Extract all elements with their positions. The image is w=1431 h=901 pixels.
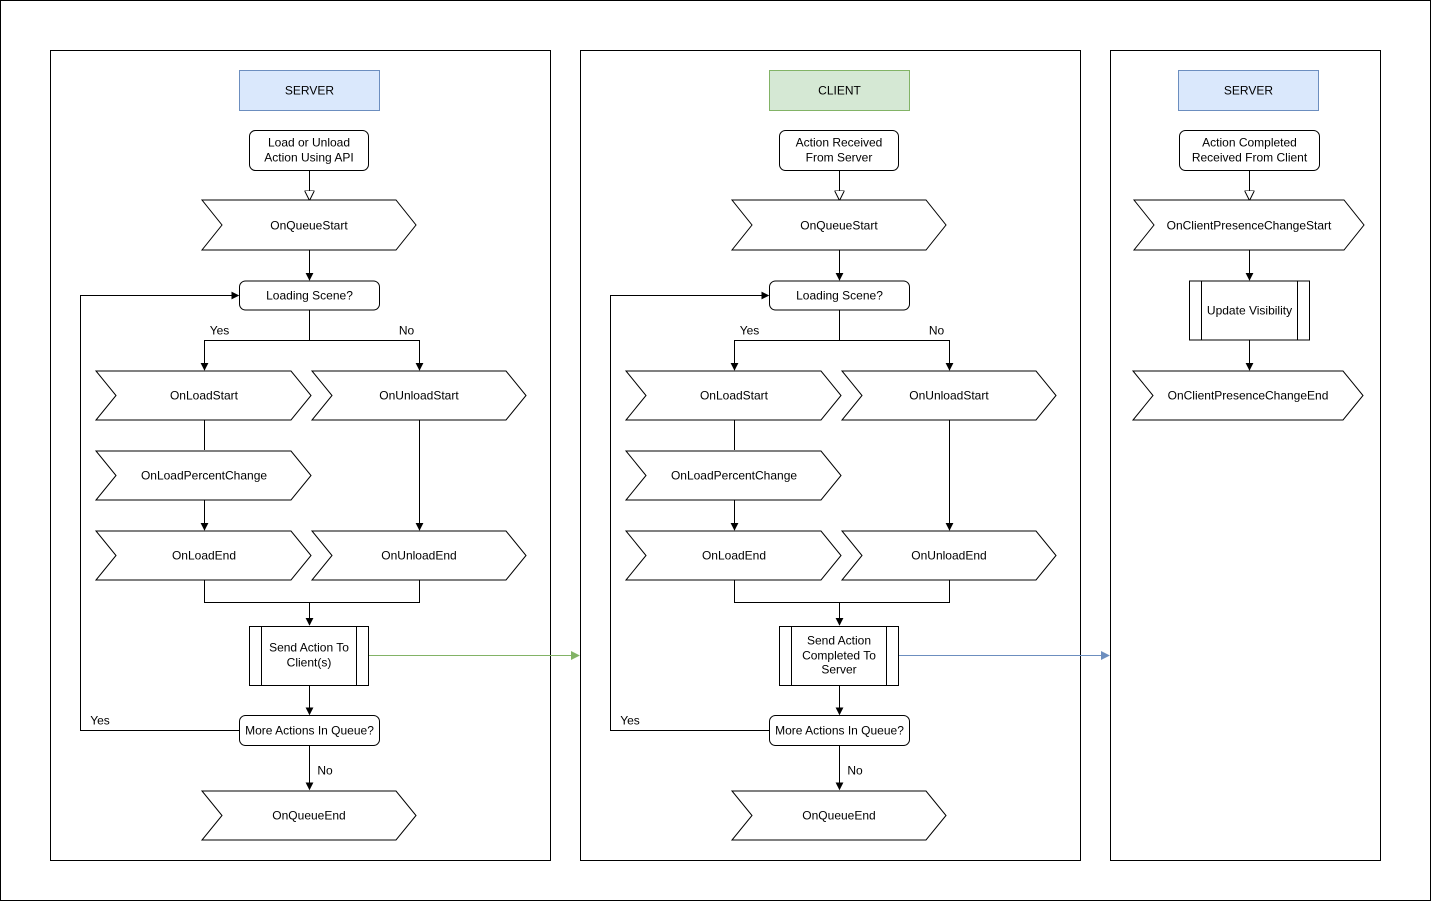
server-queue-end-label: OnQueueEnd [272, 809, 345, 823]
server-trigger-box: Load or Unload Action Using API [249, 130, 369, 171]
client-trigger-box: Action Received From Server [779, 130, 899, 171]
client-load-percent-label: OnLoadPercentChange [671, 469, 797, 483]
client-loading-decision: Loading Scene? [769, 280, 910, 311]
server-queue-start: OnQueueStart [200, 199, 417, 251]
server-load-percent: OnLoadPercentChange [94, 450, 312, 501]
client-unload-end-label: OnUnloadEnd [911, 549, 986, 563]
connector [200, 310, 310, 371]
connector [309, 340, 424, 371]
client-load-end-label: OnLoadEnd [702, 549, 766, 563]
client-unload-end: OnUnloadEnd [840, 530, 1057, 581]
connector [734, 580, 950, 603]
presence-change-end: OnClientPresenceChangeEnd [1131, 370, 1364, 421]
client-trigger-line1: Action Received [796, 136, 883, 150]
connector [839, 340, 954, 371]
update-visibility-box: Update Visibility [1189, 280, 1310, 341]
server-result-header-label: SERVER [1224, 84, 1273, 98]
server-load-percent-label: OnLoadPercentChange [141, 469, 267, 483]
server-unload-end-label: OnUnloadEnd [381, 549, 456, 563]
connector [730, 310, 840, 371]
server-unload-start: OnUnloadStart [310, 370, 527, 421]
client-send-action-line3: Server [821, 663, 856, 677]
client-panel-border [580, 50, 1081, 861]
server-send-action: Send Action To Client(s) [249, 626, 369, 686]
client-header: CLIENT [769, 70, 910, 111]
client-load-end: OnLoadEnd [624, 530, 842, 581]
server-result-trigger-box: Action Completed Received From Client [1179, 130, 1320, 171]
server-more-actions-label: More Actions In Queue? [245, 724, 374, 738]
server-unload-end: OnUnloadEnd [310, 530, 527, 581]
server-result-panel: SERVER Action Completed Received From Cl… [1110, 50, 1381, 861]
server-queue-end: OnQueueEnd [200, 790, 417, 841]
client-send-action: Send Action Completed To Server [779, 626, 899, 686]
client-yes-label: Yes [740, 324, 760, 338]
client-queue-end: OnQueueEnd [730, 790, 947, 841]
presence-change-start: OnClientPresenceChangeStart [1132, 199, 1365, 251]
server-load-start-label: OnLoadStart [170, 389, 239, 403]
server-result-trigger-line2: Received From Client [1192, 151, 1308, 165]
client-trigger-line2: From Server [806, 151, 873, 165]
server-trigger-line1: Load or Unload [268, 136, 350, 150]
client-queue-end-label: OnQueueEnd [802, 809, 875, 823]
server-no-label: No [399, 324, 415, 338]
server-loop-yes-label: Yes [90, 714, 110, 728]
client-queue-start: OnQueueStart [730, 199, 947, 251]
client-unload-start: OnUnloadStart [840, 370, 1057, 421]
client-queue-start-label: OnQueueStart [800, 219, 878, 233]
client-more-actions: More Actions In Queue? [769, 715, 910, 746]
client-header-label: CLIENT [818, 84, 861, 98]
server-result-header: SERVER [1178, 70, 1319, 111]
server-end-no-label: No [317, 764, 333, 778]
client-load-start: OnLoadStart [624, 370, 842, 421]
client-load-start-label: OnLoadStart [700, 389, 769, 403]
server-panel: SERVER Load or Unload Action Using API O… [50, 50, 551, 861]
connector [204, 580, 420, 603]
client-end-no-label: No [847, 764, 863, 778]
server-header: SERVER [239, 70, 380, 111]
server-result-panel-border [1110, 50, 1381, 861]
server-loading-decision-label: Loading Scene? [266, 289, 353, 303]
server-send-action-line2: Client(s) [287, 656, 332, 670]
server-send-action-line1: Send Action To [269, 641, 349, 655]
presence-change-start-label: OnClientPresenceChangeStart [1167, 219, 1332, 233]
client-no-label: No [929, 324, 945, 338]
server-more-actions: More Actions In Queue? [239, 715, 380, 746]
server-unload-start-label: OnUnloadStart [379, 389, 459, 403]
client-send-action-line2: Completed To [802, 649, 876, 663]
server-yes-label: Yes [210, 324, 230, 338]
connector [80, 291, 240, 731]
server-header-label: SERVER [285, 84, 334, 98]
server-panel-border [50, 50, 551, 861]
server-loading-decision: Loading Scene? [239, 280, 380, 311]
presence-change-end-label: OnClientPresenceChangeEnd [1168, 389, 1329, 403]
server-load-start: OnLoadStart [94, 370, 312, 421]
client-loading-decision-label: Loading Scene? [796, 289, 883, 303]
client-load-percent: OnLoadPercentChange [624, 450, 842, 501]
client-panel: CLIENT Action Received From Server OnQue… [580, 50, 1081, 861]
server-queue-start-label: OnQueueStart [270, 219, 348, 233]
connector [610, 291, 770, 731]
update-visibility-label: Update Visibility [1207, 304, 1292, 318]
server-result-trigger-line1: Action Completed [1202, 136, 1297, 150]
client-send-action-line1: Send Action [807, 634, 871, 648]
client-more-actions-label: More Actions In Queue? [775, 724, 904, 738]
server-trigger-line2: Action Using API [264, 151, 353, 165]
server-load-end-label: OnLoadEnd [172, 549, 236, 563]
client-unload-start-label: OnUnloadStart [909, 389, 989, 403]
server-load-end: OnLoadEnd [94, 530, 312, 581]
client-loop-yes-label: Yes [620, 714, 640, 728]
